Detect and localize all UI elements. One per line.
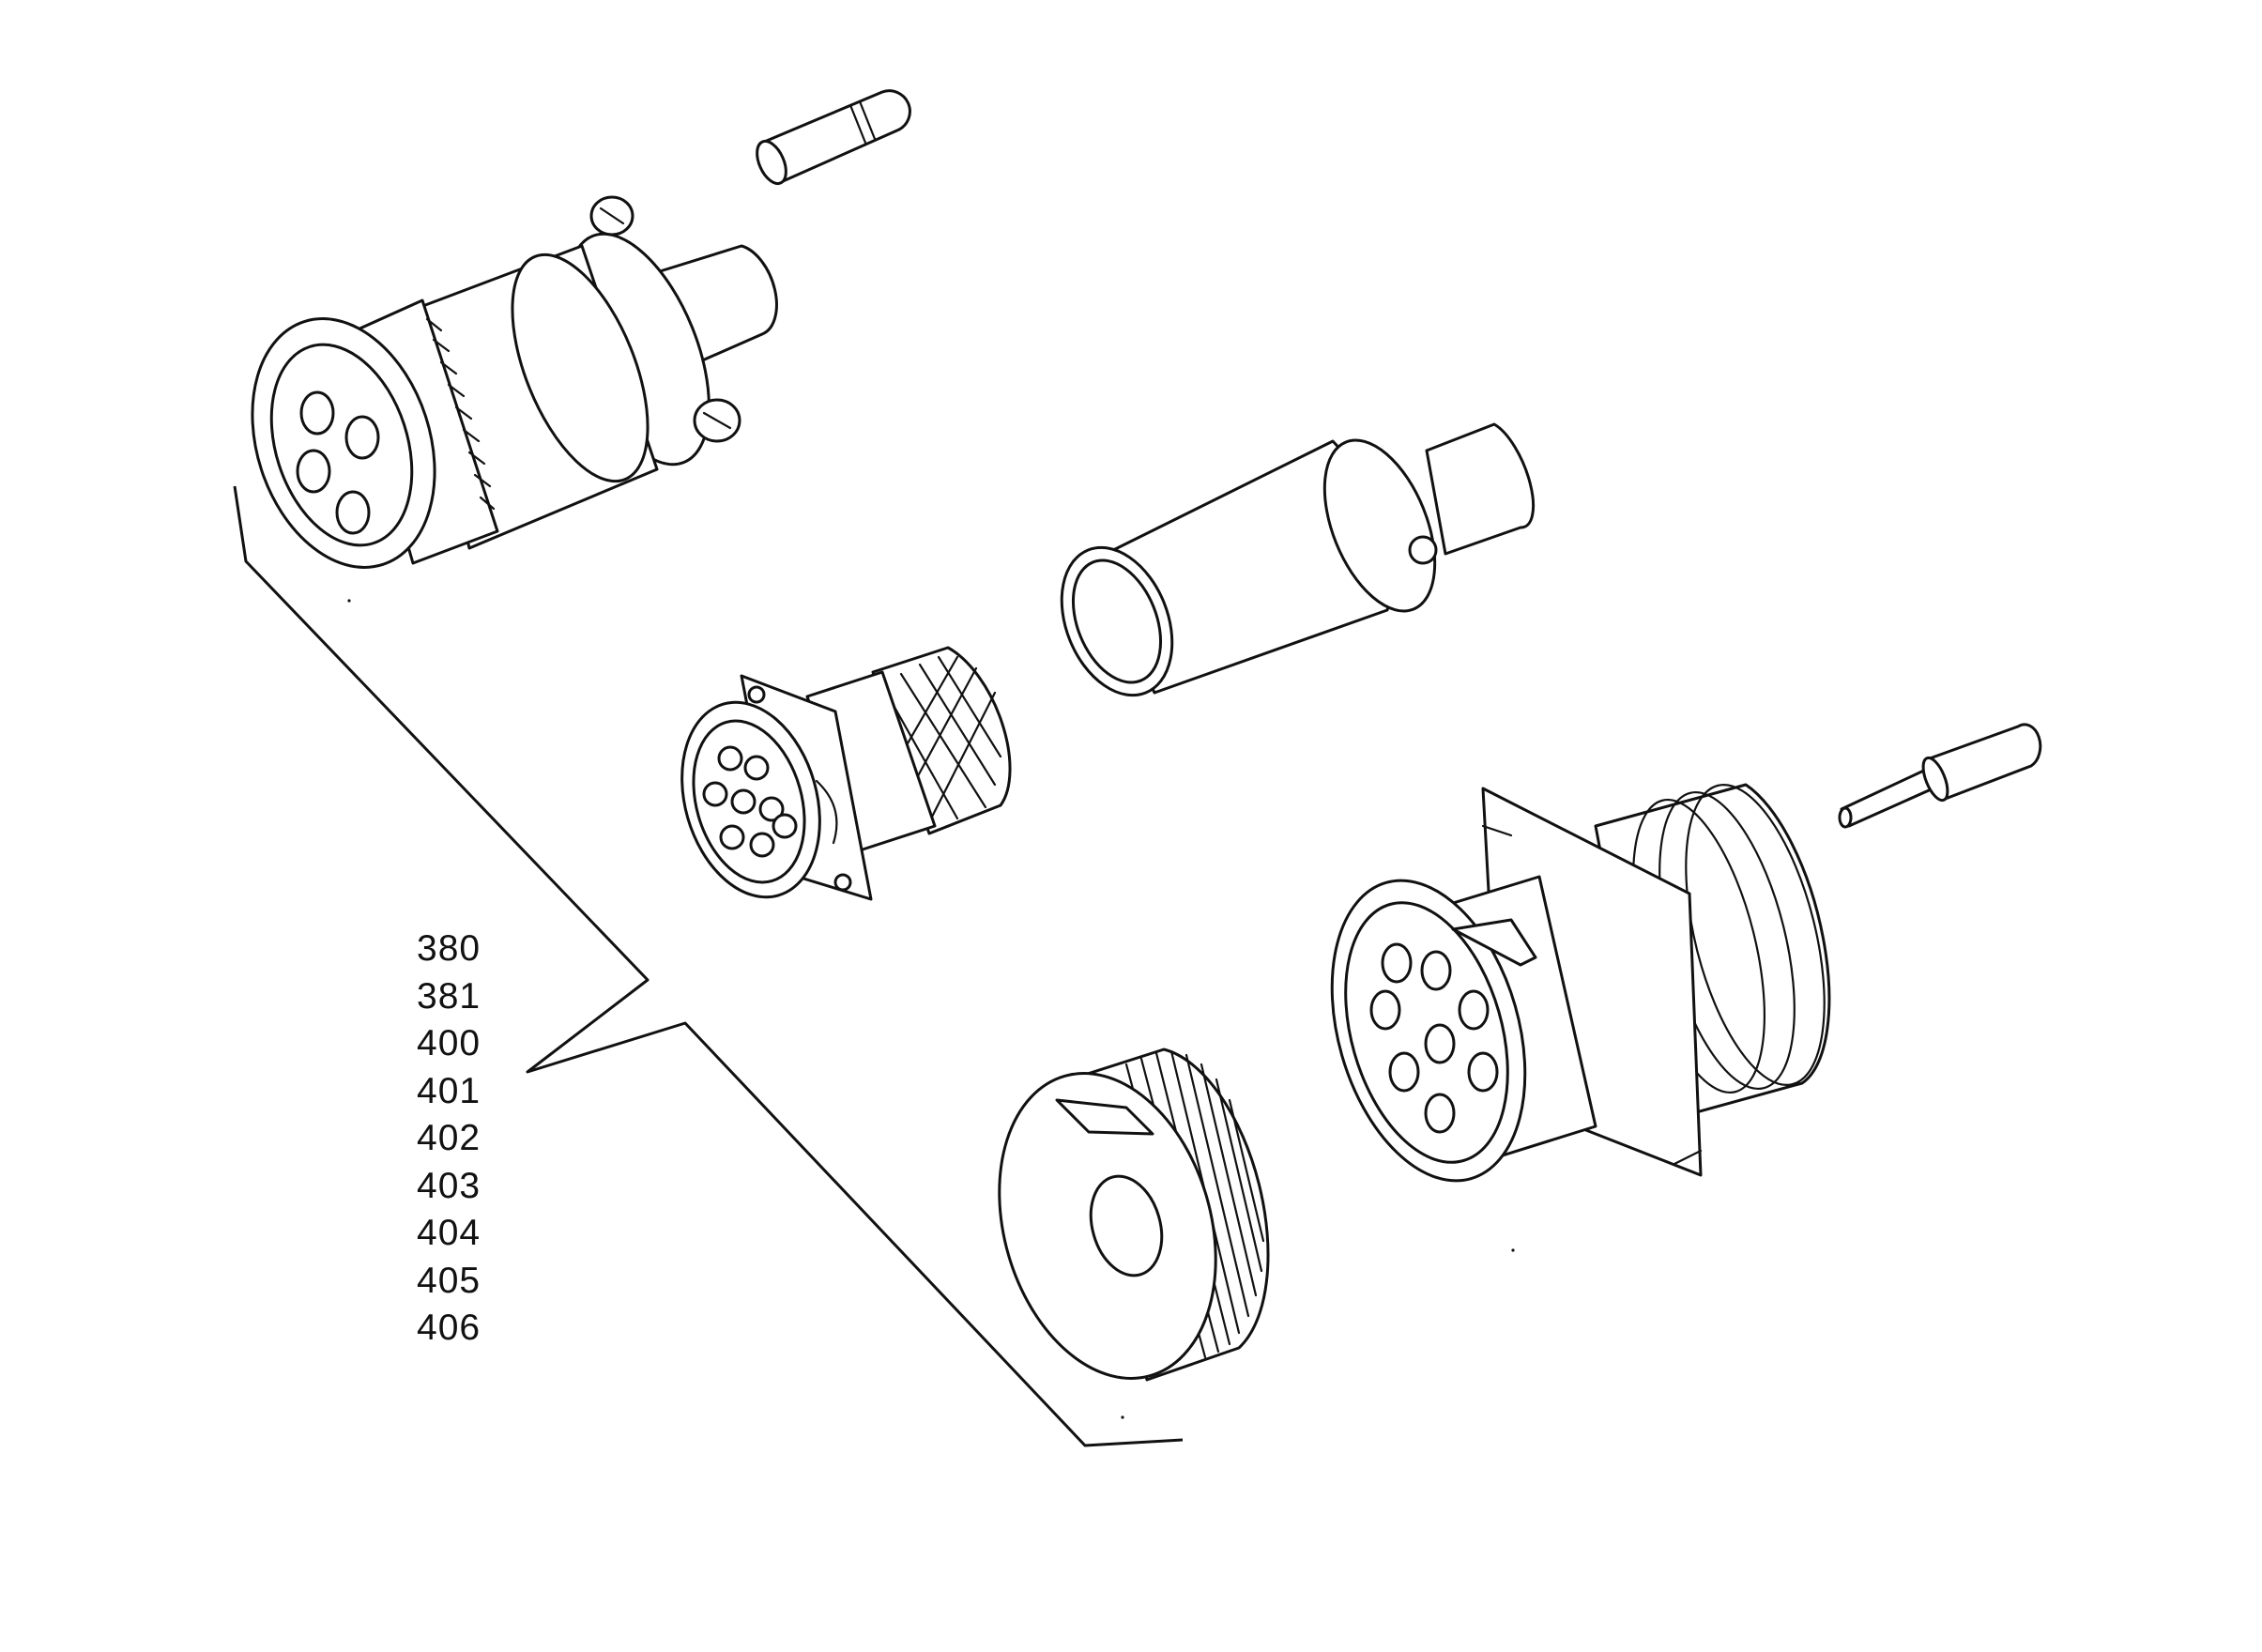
part-number: 404 [417,1213,481,1253]
receptacle-connector-large [1330,783,1831,1183]
part-number: 400 [417,1023,481,1063]
dust-cap [998,1048,1270,1382]
part-number: 381 [417,975,481,1017]
pin-contact-top [756,89,911,186]
part-number: 405 [417,1260,481,1301]
scan-specks [347,599,1515,1419]
receptacle-connector-small [680,646,1012,901]
socket-contact-right [1838,723,2042,829]
part-number-list: 380 381 400 401 402 403 404 405 406 [417,925,481,1353]
part-number: 401 [417,1070,481,1111]
cable-sleeve [1060,422,1536,697]
part-number: 403 [417,1165,481,1206]
part-number: 380 [417,928,481,969]
part-number: 406 [417,1308,481,1348]
part-group-bracket [233,485,1184,1447]
part-number: 402 [417,1118,481,1158]
plug-connector-4-pin [251,195,778,569]
